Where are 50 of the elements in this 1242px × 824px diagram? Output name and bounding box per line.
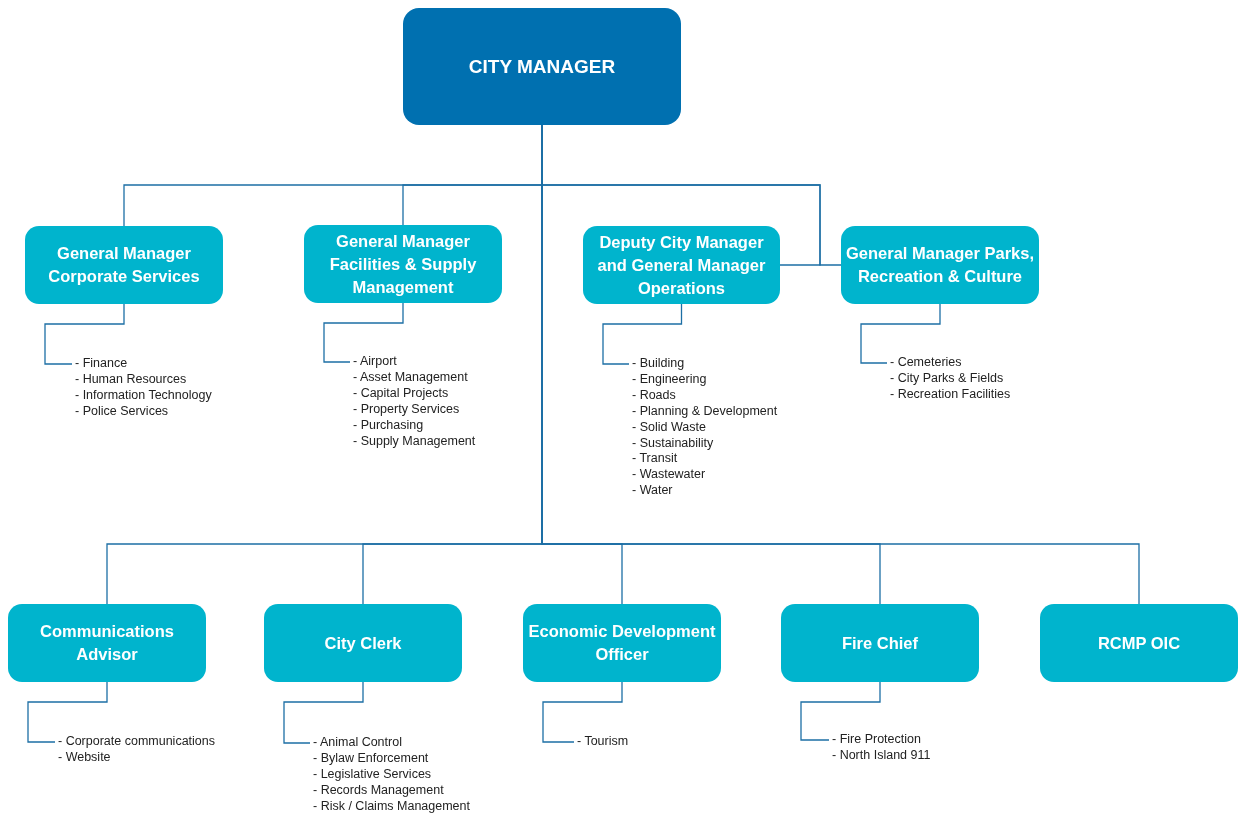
position-box: Fire Chief [781, 604, 979, 682]
connector-line [44, 303, 125, 365]
list-item: - Fire Protection [832, 732, 922, 748]
list-item: - Engineering [632, 371, 708, 388]
connector-line [800, 681, 881, 741]
list-item: - Finance [75, 356, 129, 372]
list-item: - Recreation Facilities [890, 386, 1011, 403]
position-box: General Manager Corporate Services [25, 226, 223, 304]
connector-line [860, 303, 941, 364]
connector-line [283, 681, 364, 744]
list-item: - North Island 911 [832, 747, 931, 764]
position-box: Deputy City Manager and General Manager Operations [583, 226, 780, 304]
list-item: - Water [632, 483, 674, 500]
list-item: - Building [632, 356, 686, 372]
list-item: - Supply Management [353, 433, 476, 450]
list-item: - Airport [353, 354, 398, 370]
position-box: General Manager Parks, Recreation & Culture [841, 226, 1039, 304]
list-item: - Police Services [75, 403, 170, 420]
list-item: - Animal Control [313, 735, 403, 751]
list-item: - Records Management [313, 782, 445, 799]
connector-line [323, 302, 404, 363]
list-item: - Risk / Claims Management [313, 798, 470, 815]
list-item: - Property Services [353, 401, 461, 418]
position-box: General Manager Facilities & Supply Management [304, 225, 502, 303]
list-item: - Website [58, 749, 112, 766]
list-item: - Purchasing [353, 417, 425, 434]
connector-line [542, 681, 623, 743]
executive-box: CITY MANAGER [403, 8, 681, 125]
list-item: - Human Resources [75, 371, 188, 388]
list-item: - Information Technology [75, 387, 212, 404]
list-item: - Tourism [577, 734, 629, 750]
position-box: Economic Development Officer [523, 604, 721, 682]
position-box: Communications Advisor [8, 604, 206, 682]
list-item: - Roads [632, 387, 677, 404]
position-box: RCMP OIC [1040, 604, 1238, 682]
position-box: City Clerk [264, 604, 462, 682]
list-item: - City Parks & Fields [890, 370, 1005, 387]
connector-line [602, 303, 683, 365]
connector-line [27, 681, 108, 743]
list-item: - Asset Management [353, 369, 469, 386]
list-item: - Transit [632, 451, 679, 468]
list-item: - Planning & Development [632, 403, 778, 420]
list-item: - Legislative Services [313, 766, 433, 783]
list-item: - Bylaw Enforcement [313, 750, 430, 767]
list-item: - Solid Waste [632, 419, 707, 436]
list-item: - Wastewater [632, 467, 707, 484]
list-item: - Sustainability [632, 435, 715, 452]
list-item: - Capital Projects [353, 385, 450, 402]
list-item: - Corporate communications [58, 734, 215, 750]
list-item: - Cemeteries [890, 355, 963, 371]
